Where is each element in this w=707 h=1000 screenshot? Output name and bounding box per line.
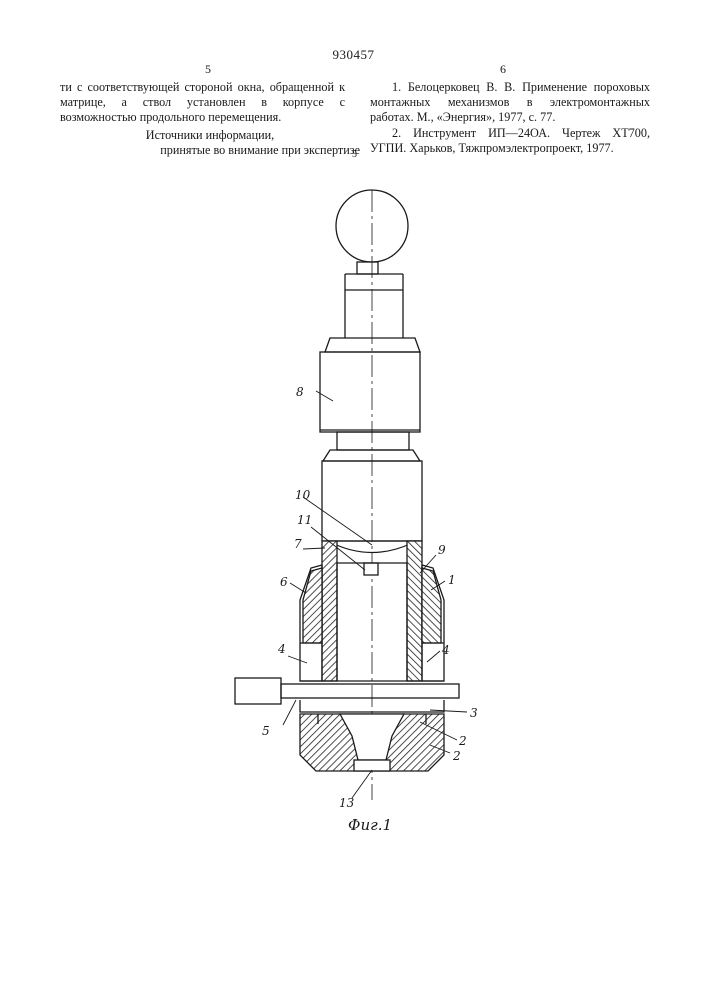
label-7: 7 bbox=[294, 537, 302, 551]
slot-11 bbox=[364, 563, 378, 575]
figure-caption: Фиг.1 bbox=[348, 816, 392, 834]
rod-shaft bbox=[345, 274, 403, 338]
label-5: 5 bbox=[262, 724, 270, 738]
label-2-lower: 2 bbox=[452, 749, 461, 763]
label-2-upper: 2 bbox=[458, 734, 467, 748]
label-13: 13 bbox=[339, 796, 355, 810]
pin-5 bbox=[281, 684, 459, 698]
nut-8 bbox=[320, 352, 420, 432]
die-opening-13 bbox=[354, 760, 390, 771]
label-10: 10 bbox=[295, 488, 311, 502]
pin-handle bbox=[235, 678, 281, 704]
label-3: 3 bbox=[470, 706, 478, 720]
upper-body bbox=[323, 450, 420, 461]
label-4-left: 4 bbox=[277, 642, 286, 656]
label-1: 1 bbox=[448, 573, 456, 587]
label-11: 11 bbox=[297, 513, 312, 527]
label-8: 8 bbox=[296, 385, 304, 399]
collar-1-hatched bbox=[422, 568, 441, 643]
collar-6-hatched bbox=[303, 568, 322, 643]
label-4-right: 4 bbox=[441, 643, 450, 657]
nut-upper-chamfer bbox=[325, 338, 420, 352]
sleeve-9-right bbox=[407, 541, 422, 681]
knob-neck bbox=[357, 262, 378, 274]
neck-ring bbox=[337, 432, 409, 450]
label-9: 9 bbox=[438, 543, 446, 557]
label-6: 6 bbox=[280, 575, 288, 589]
sleeve-7-left bbox=[322, 541, 337, 681]
